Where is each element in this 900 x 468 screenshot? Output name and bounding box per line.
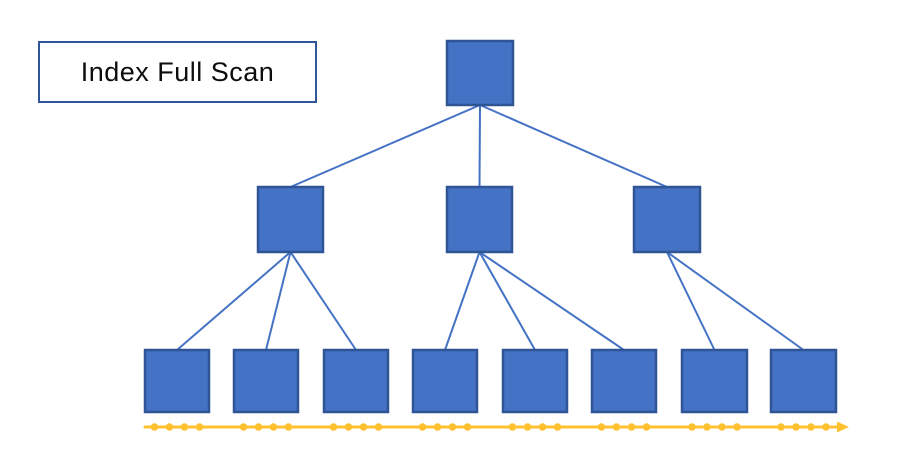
scan-dot <box>642 423 651 431</box>
tree-edge-root-branch-1 <box>290 104 481 188</box>
tree-nodes-layer <box>143 39 838 414</box>
scan-dot <box>195 423 204 431</box>
leaf-node-5 <box>501 348 569 414</box>
tree-edge-branch-3-leaf-7 <box>666 251 716 351</box>
tree-edge-branch-1-leaf-1 <box>176 251 292 351</box>
scan-dot <box>553 423 562 431</box>
leaf-node-2 <box>232 348 300 414</box>
tree-edge-root-branch-2 <box>478 104 481 188</box>
scan-dot <box>718 423 726 431</box>
leaf-node-3 <box>322 348 390 414</box>
scan-dot <box>269 423 278 431</box>
scan-dot <box>792 423 800 431</box>
scan-dot <box>688 423 696 431</box>
tree-edge-branch-1-leaf-2 <box>265 251 292 351</box>
tree-edge-branch-2-leaf-5 <box>478 251 536 351</box>
tree-edge-branch-2-leaf-6 <box>478 251 625 351</box>
scan-dot <box>822 423 830 431</box>
scan-dot <box>433 423 442 431</box>
leaf-node-4 <box>411 348 479 414</box>
scan-dot <box>165 423 174 431</box>
branch-node-2 <box>445 185 514 254</box>
tree-edge-branch-2-leaf-4 <box>444 251 481 351</box>
scan-dot <box>627 423 636 431</box>
scan-dot <box>239 423 248 431</box>
tree-edges-layer <box>176 104 805 351</box>
branch-node-3 <box>632 185 702 254</box>
scan-dot <box>538 423 547 431</box>
title-box: Index Full Scan <box>38 41 317 103</box>
scan-dot <box>463 423 472 431</box>
leaf-node-8 <box>769 348 838 414</box>
scan-dot <box>329 423 338 431</box>
scan-dot <box>254 423 263 431</box>
scan-dot <box>284 423 293 431</box>
scan-dot <box>523 423 532 431</box>
scan-dot <box>359 423 368 431</box>
scan-dot <box>597 423 606 431</box>
scan-dot <box>807 423 815 431</box>
scan-dot <box>374 423 383 431</box>
leaf-node-6 <box>590 348 658 414</box>
title-text: Index Full Scan <box>80 56 275 87</box>
scan-dot <box>418 423 427 431</box>
scan-dot <box>733 423 741 431</box>
leaf-node-7 <box>680 348 749 414</box>
tree-edge-branch-1-leaf-3 <box>289 251 357 351</box>
scan-arrowhead-icon <box>837 421 849 433</box>
scan-dot <box>777 423 785 431</box>
scan-arrow-layer <box>143 421 849 433</box>
scan-dot <box>448 423 457 431</box>
scan-dot <box>180 423 189 431</box>
branch-node-1 <box>256 185 325 254</box>
tree-edge-branch-3-leaf-8 <box>666 251 805 351</box>
scan-dot <box>612 423 621 431</box>
scan-dot <box>344 423 353 431</box>
root-node <box>445 39 515 107</box>
scan-dot <box>508 423 517 431</box>
leaf-node-1 <box>143 348 211 414</box>
tree-edge-root-branch-3 <box>479 104 668 188</box>
scan-dot <box>703 423 711 431</box>
scan-dot <box>150 423 159 431</box>
